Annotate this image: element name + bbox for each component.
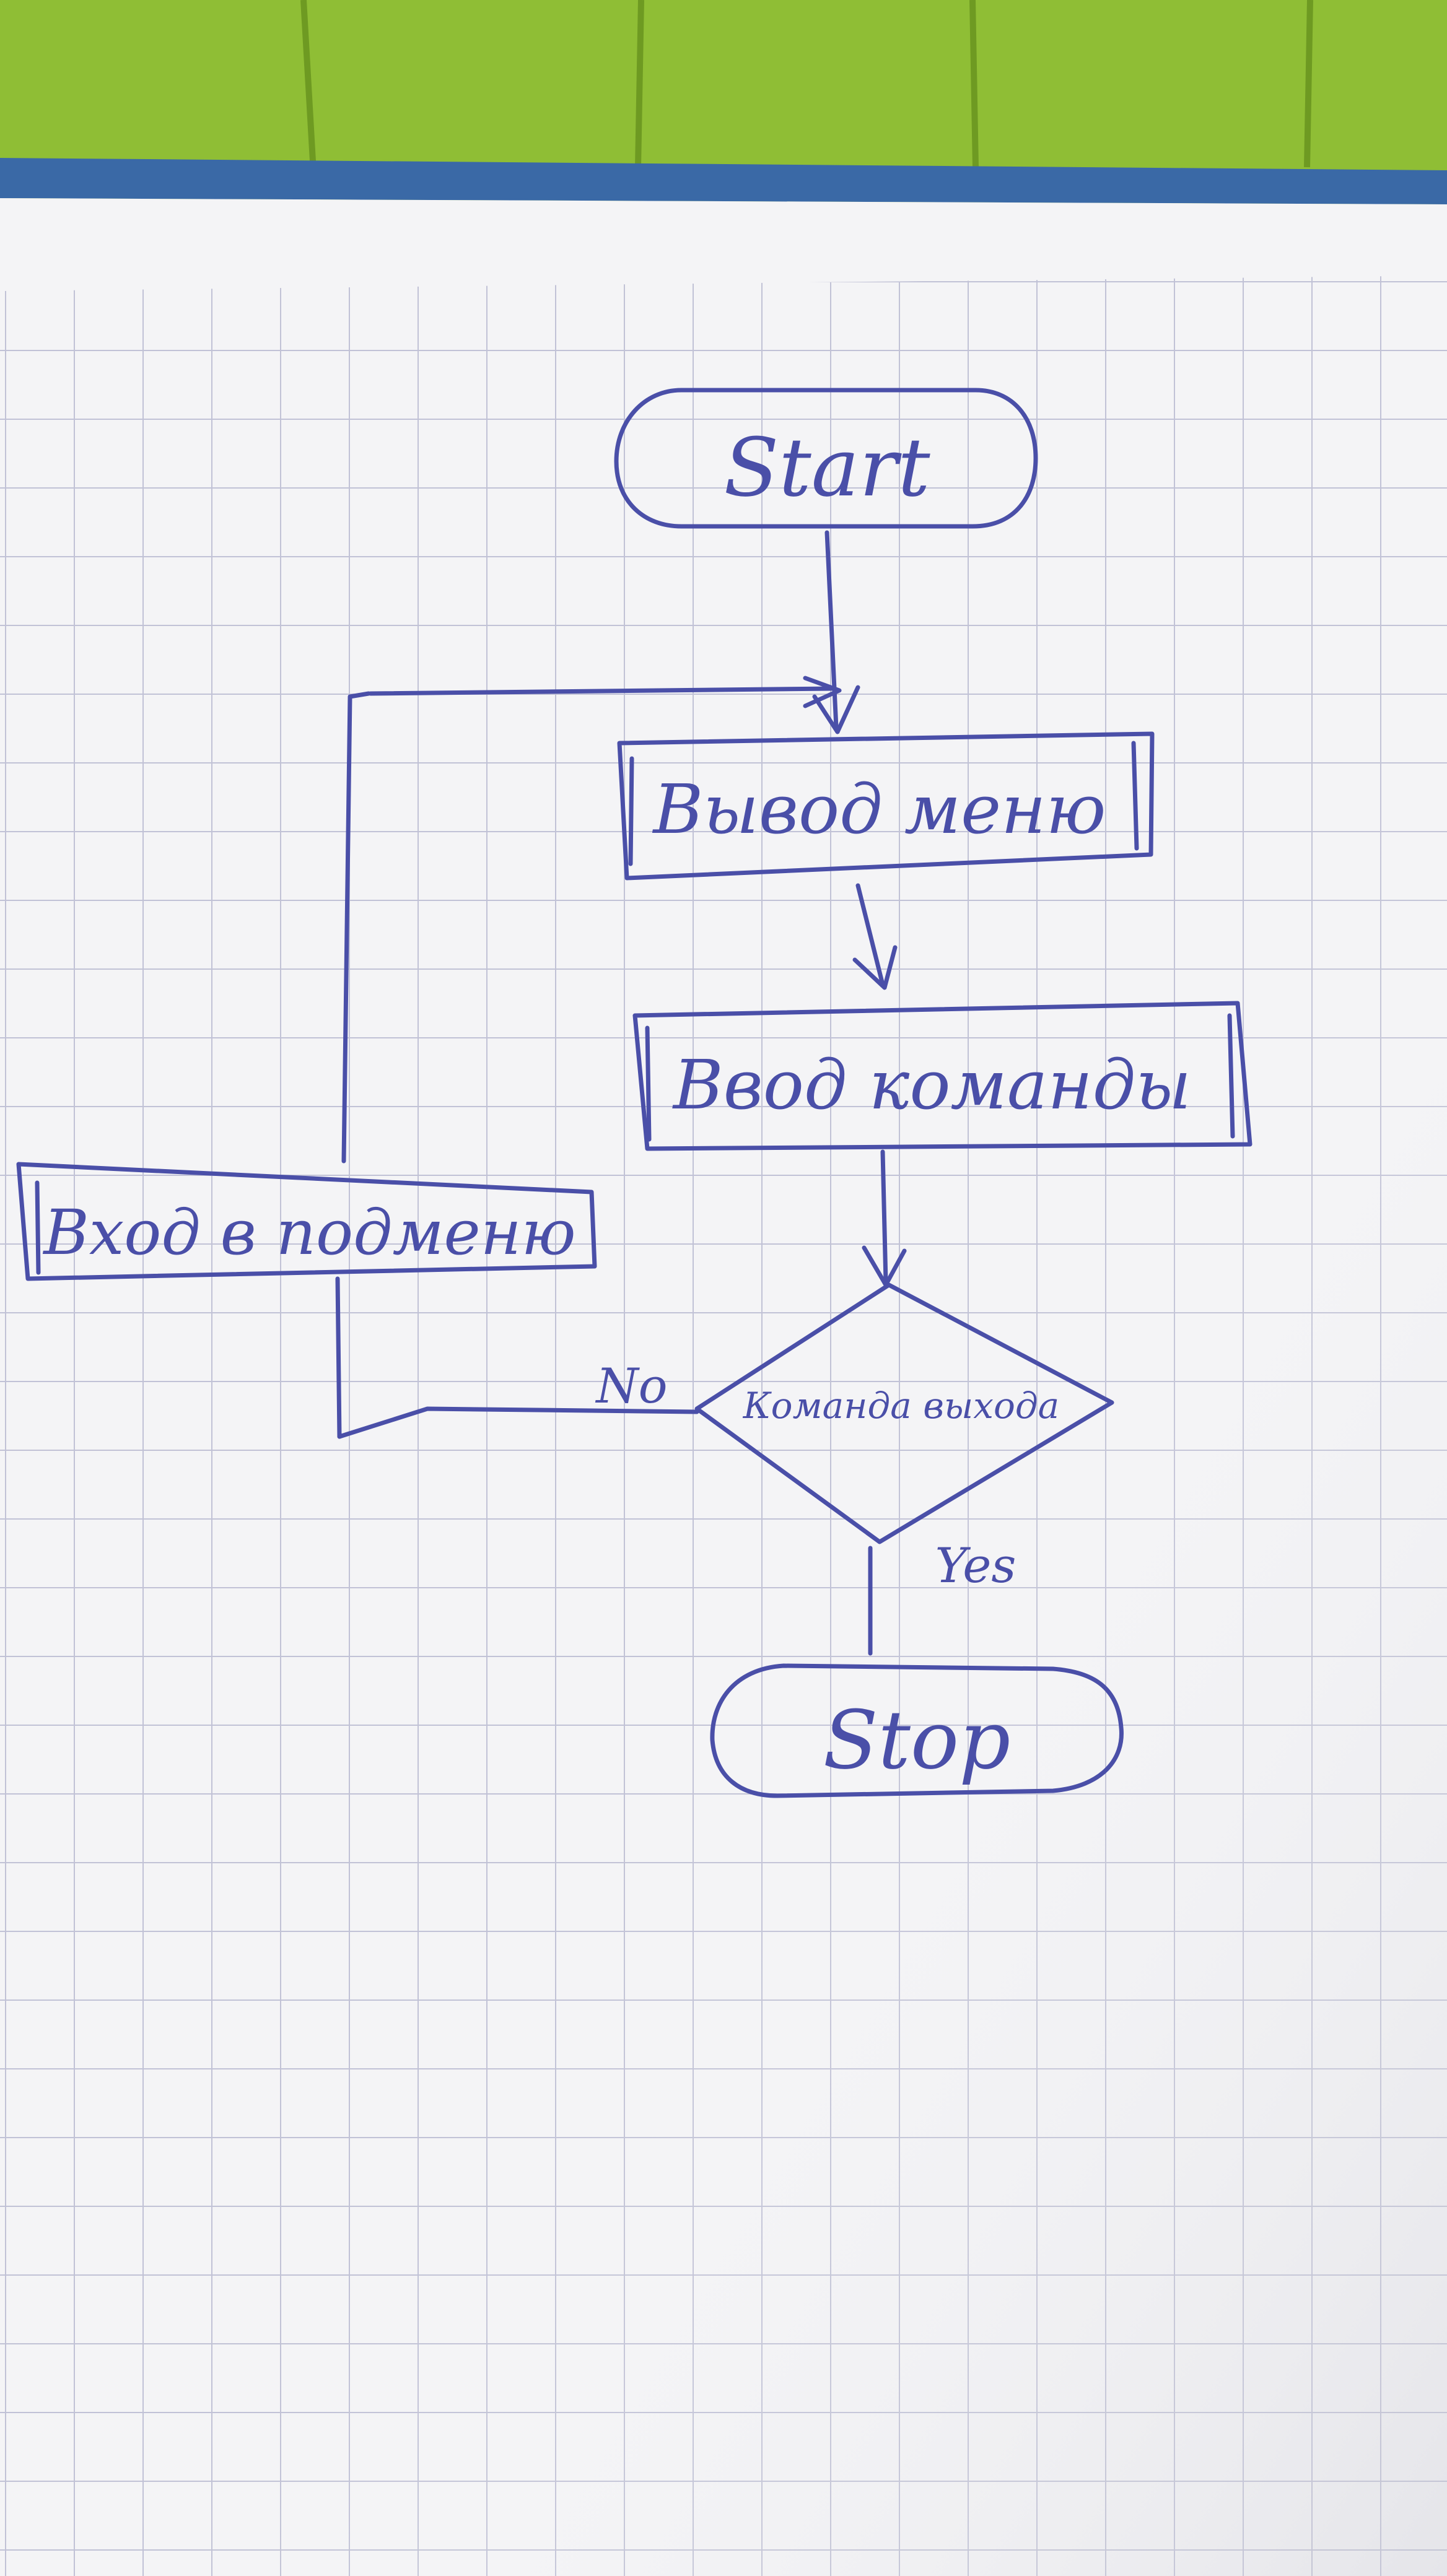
table-plank-seams [300,0,1313,168]
notebook-cover-edge [0,158,1447,204]
input-command-box [632,1001,1252,1151]
arrow-input-to-decision [880,1149,888,1284]
paper-shading [0,198,1447,2576]
arrow-output-to-input [855,883,885,987]
stop-terminator [710,1663,1124,1798]
loop-back-line [335,1276,342,1439]
stop-label: Stop [823,1693,1011,1787]
start-terminator [614,388,1038,529]
yes-branch-label: Yes [935,1538,1016,1594]
enter-submenu-box [16,1162,597,1281]
no-branch-label: No [595,1359,667,1414]
output-menu-box [617,731,1155,881]
no-branch-line [337,1406,699,1439]
input-command-label: Ввод команды [672,1045,1191,1125]
exit-command-decision [694,1282,1114,1544]
exit-command-label: Команда выхода [743,1385,1059,1427]
arrow-start-to-output-menu [824,530,839,730]
output-menu-label: Вывод меню [652,770,1106,849]
enter-submenu-label: Вход в подменю [42,1196,575,1269]
start-label: Start [724,420,930,515]
